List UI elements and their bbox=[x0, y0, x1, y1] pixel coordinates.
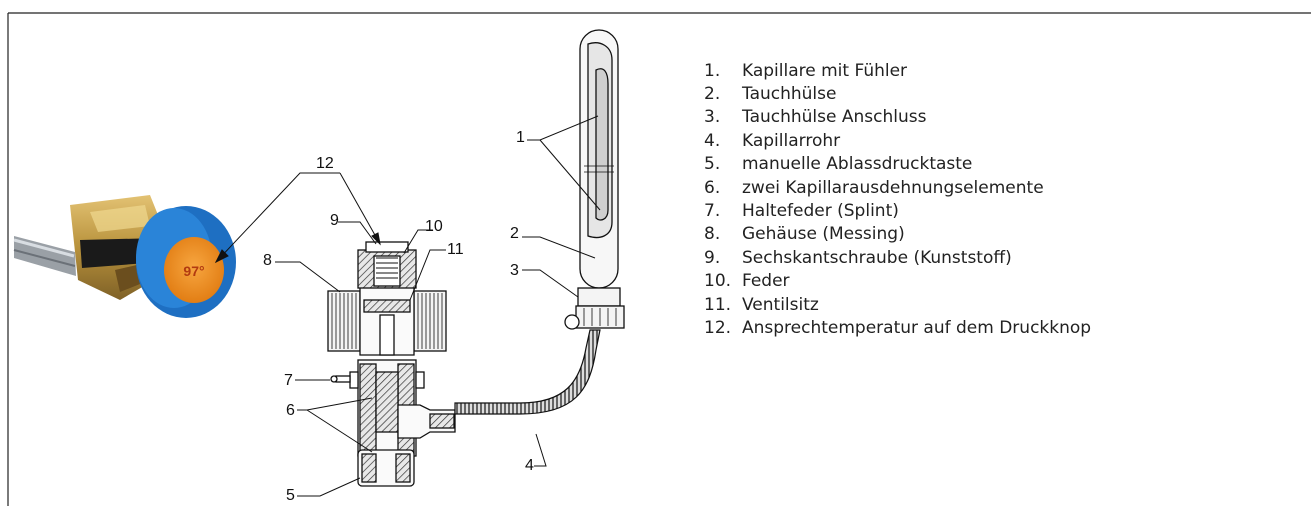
callout-8: 8 bbox=[263, 252, 272, 269]
legend-item: 9. Sechskantschraube (Kunststoff) bbox=[676, 246, 1091, 269]
legend-item-text: Gehäuse (Messing) bbox=[742, 224, 905, 245]
legend-item-text: zwei Kapillarausdehnungselemente bbox=[742, 177, 1044, 198]
legend-item: 6. zwei Kapillarausdehnungselemente bbox=[676, 176, 1091, 199]
legend-item-number: 3. bbox=[704, 107, 721, 128]
callout-7: 7 bbox=[284, 372, 293, 389]
legend-item-number: 6. bbox=[704, 177, 721, 198]
legend-item: 4. Kapillarrohr bbox=[676, 129, 1091, 152]
callout-3: 3 bbox=[510, 262, 519, 279]
legend-item: 5. manuelle Ablassdrucktaste bbox=[676, 153, 1091, 176]
legend-item: 11. Ventilsitz bbox=[676, 293, 1091, 316]
immersion-sleeve bbox=[564, 29, 625, 330]
legend-item-text: Ventilsitz bbox=[742, 294, 819, 315]
legend-item: 10. Feder bbox=[676, 270, 1091, 293]
legend-item-text: Haltefeder (Splint) bbox=[742, 201, 899, 222]
legend-item-number: 1. bbox=[704, 60, 721, 81]
legend-item-number: 8. bbox=[704, 224, 721, 245]
legend-item-text: manuelle Ablassdrucktaste bbox=[742, 154, 973, 175]
legend-item-text: Kapillarrohr bbox=[742, 130, 841, 151]
legend-item: 12. Ansprechtemperatur auf dem Druckknop bbox=[676, 316, 1091, 339]
capillary-tube bbox=[454, 329, 601, 415]
callout-6: 6 bbox=[286, 402, 295, 419]
leader-lines bbox=[214, 115, 601, 497]
valve-photo: 97° bbox=[13, 195, 236, 318]
temperature-knob-dial bbox=[164, 237, 224, 303]
legend-item-number: 9. bbox=[704, 247, 721, 268]
legend-item-text: Kapillare mit Fühler bbox=[742, 60, 908, 81]
callout-5: 5 bbox=[286, 487, 295, 504]
legend-item: 1. Kapillare mit Fühler bbox=[676, 59, 1091, 82]
callout-10: 10 bbox=[425, 218, 443, 235]
legend-item-number: 4. bbox=[704, 130, 721, 151]
legend-item-text: Tauchhülse bbox=[742, 84, 837, 105]
legend-item-number: 5. bbox=[704, 154, 721, 175]
legend-item: 2. Tauchhülse bbox=[676, 82, 1091, 105]
callout-9: 9 bbox=[330, 212, 339, 229]
callout-11: 11 bbox=[447, 241, 464, 258]
legend-item: 7. Haltefeder (Splint) bbox=[676, 199, 1091, 222]
knob-temperature-label: 97° bbox=[183, 263, 204, 279]
valve-cross-section bbox=[327, 241, 456, 487]
legend-item-number: 2. bbox=[704, 84, 721, 105]
legend-item-text: Sechskantschraube (Kunststoff) bbox=[742, 247, 1012, 268]
legend-item-number: 11. bbox=[704, 294, 732, 315]
legend-item-text: Tauchhülse Anschluss bbox=[742, 107, 927, 128]
legend-item: 3. Tauchhülse Anschluss bbox=[676, 106, 1091, 129]
legend-item: 8. Gehäuse (Messing) bbox=[676, 223, 1091, 246]
legend-item-text: Ansprechtemperatur auf dem Druckknop bbox=[742, 317, 1092, 338]
legend-item-number: 10. bbox=[704, 271, 732, 292]
callout-4: 4 bbox=[525, 457, 534, 474]
callout-1: 1 bbox=[516, 129, 525, 146]
callout-12: 12 bbox=[316, 155, 334, 172]
legend-item-text: Feder bbox=[742, 271, 790, 292]
callout-2: 2 bbox=[510, 225, 519, 242]
parts-legend: 1. Kapillare mit Fühler 2. Tauchhülse 3. Ta… bbox=[676, 59, 1091, 340]
legend-item-number: 12. bbox=[704, 317, 732, 338]
legend-item-number: 7. bbox=[704, 201, 721, 222]
